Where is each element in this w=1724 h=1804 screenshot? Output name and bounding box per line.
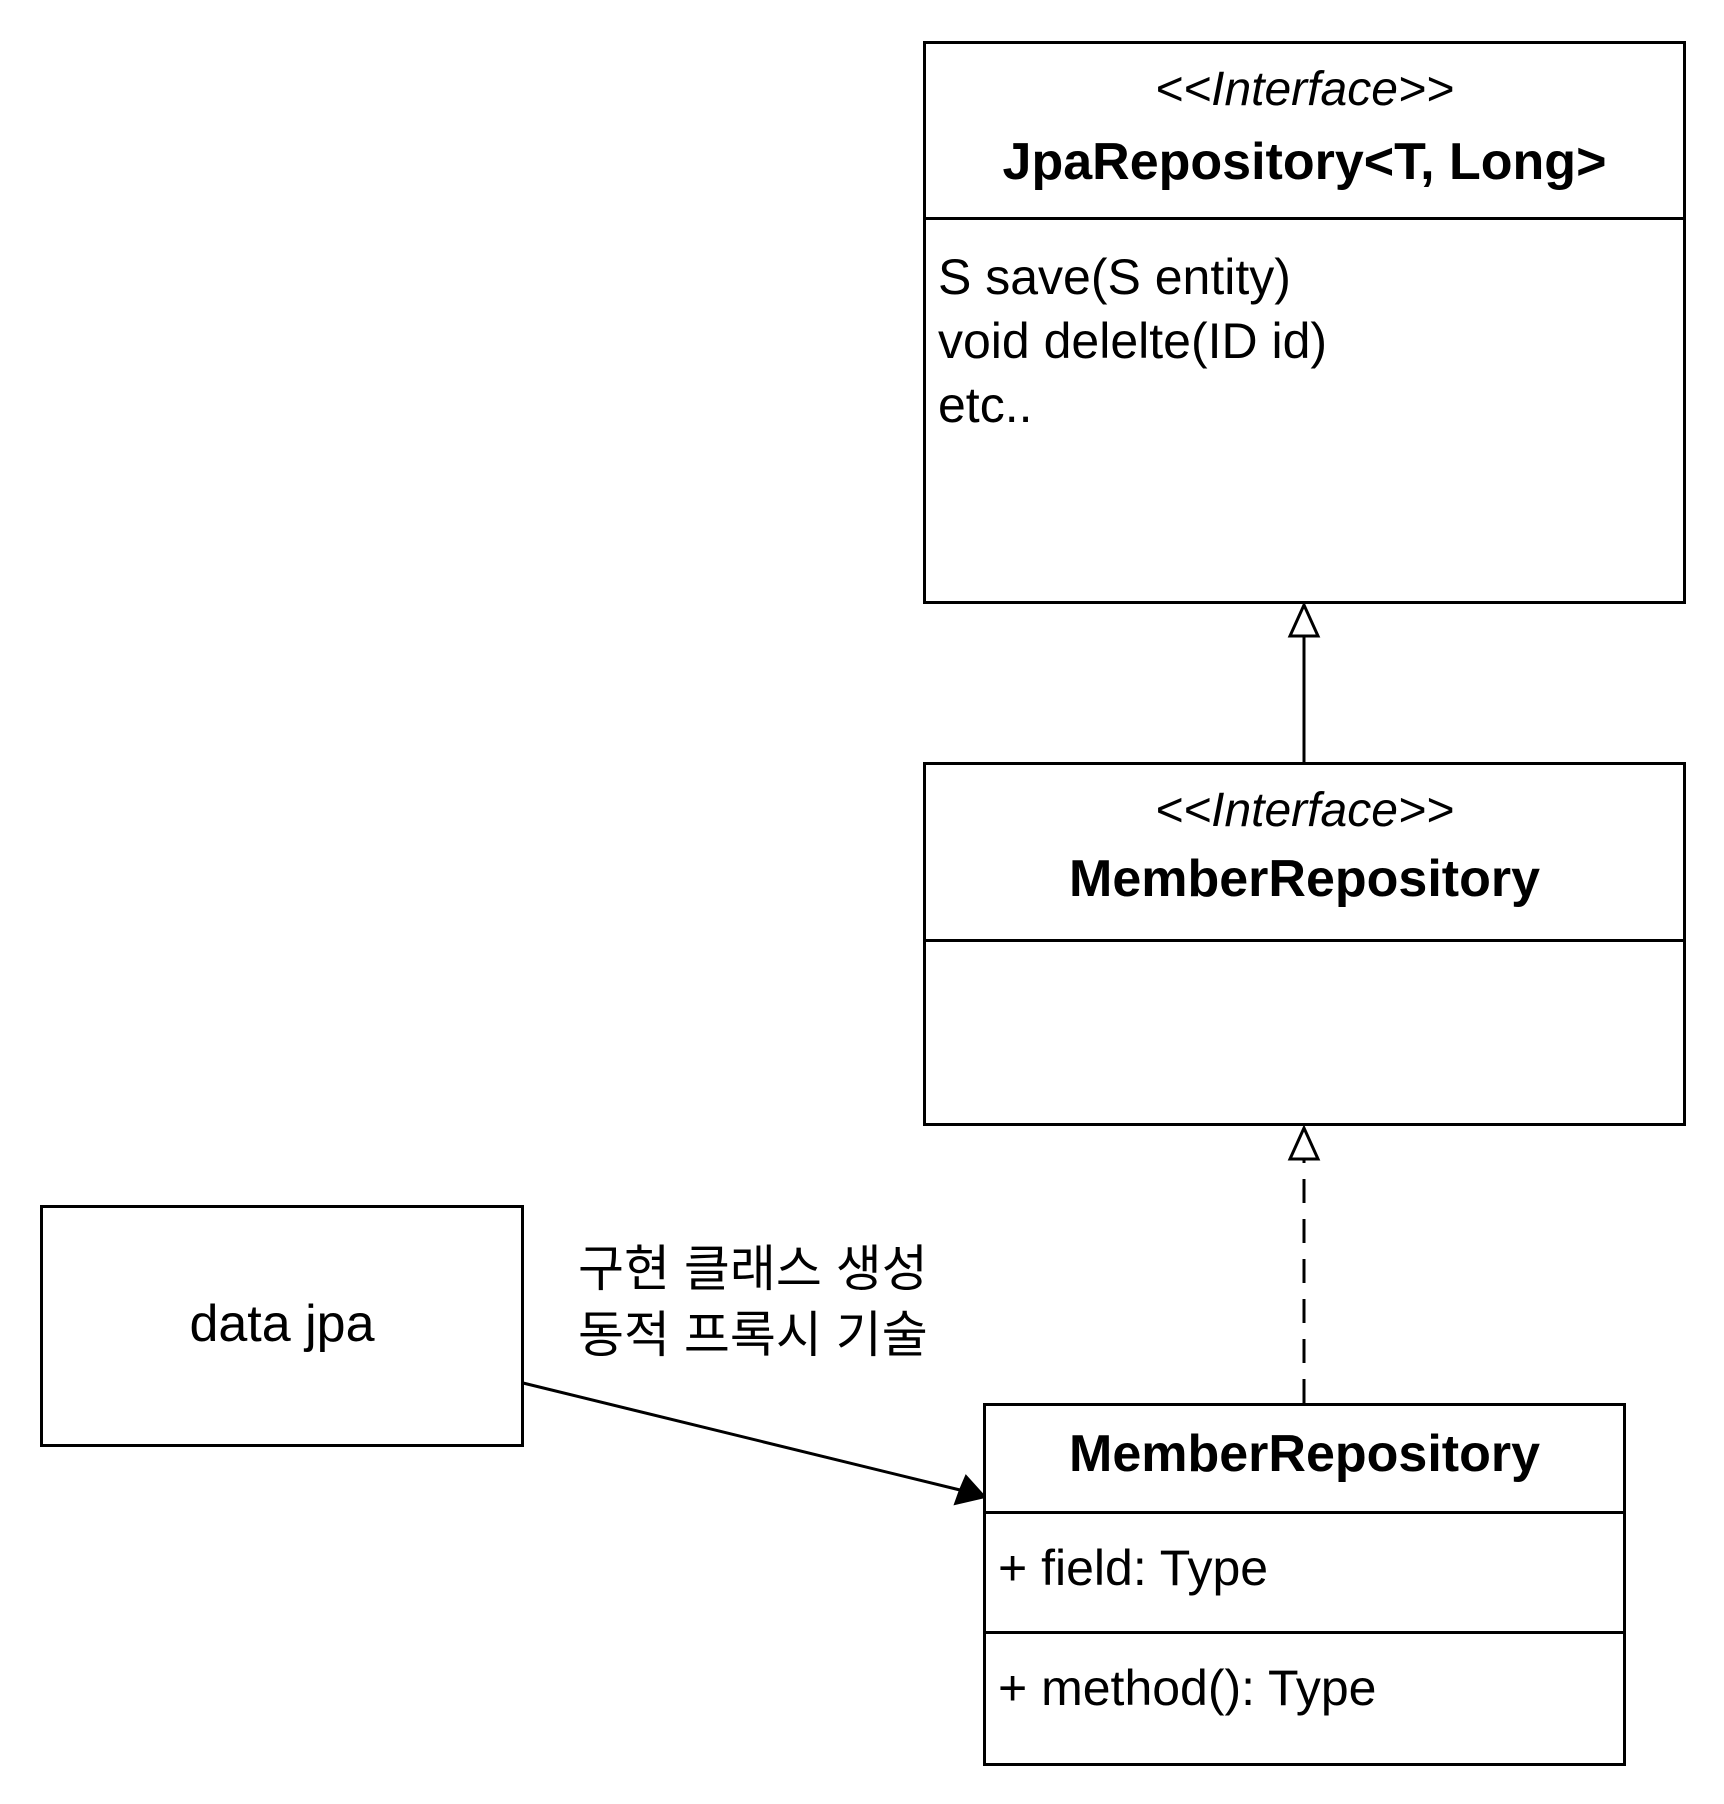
jpa-repository-divider xyxy=(926,217,1683,220)
jpa-repository-stereotype: <<Interface>> xyxy=(1155,63,1454,116)
jpa-repository-method-etc: etc.. xyxy=(938,377,1033,433)
member-repository-interface-name: MemberRepository xyxy=(1069,850,1540,908)
data-jpa-label: data jpa xyxy=(189,1295,375,1353)
member-repository-class-box: MemberRepository + field: Type + method(… xyxy=(983,1403,1626,1766)
member-repository-interface-box: <<Interface>> MemberRepository xyxy=(923,762,1686,1126)
member-repository-class-method: + method(): Type xyxy=(998,1660,1377,1716)
jpa-repository-method-delete: void delelte(ID id) xyxy=(938,313,1328,369)
member-repository-interface-divider xyxy=(926,939,1683,942)
jpa-repository-interface-box: <<Interface>> JpaRepository<T, Long> S s… xyxy=(923,41,1686,604)
realization-arrowhead xyxy=(1287,1124,1321,1161)
jpa-repository-method-save: S save(S entity) xyxy=(938,249,1291,305)
data-jpa-box: data jpa xyxy=(40,1205,524,1447)
member-repository-interface-stereotype: <<Interface>> xyxy=(1155,784,1454,837)
member-repository-class-name: MemberRepository xyxy=(1069,1425,1540,1483)
proxy-association-line xyxy=(522,1381,961,1492)
proxy-association-arrowhead xyxy=(953,1474,987,1506)
jpa-repository-name: JpaRepository<T, Long> xyxy=(1002,133,1607,191)
proxy-note-line-2: 동적 프록시 기술 xyxy=(578,1307,928,1363)
member-repository-class-field: + field: Type xyxy=(998,1540,1269,1596)
member-repository-class-divider-1 xyxy=(986,1511,1623,1514)
member-repository-class-divider-2 xyxy=(986,1631,1623,1634)
proxy-note-line-1: 구현 클래스 생성 xyxy=(578,1241,928,1297)
generalization-arrowhead xyxy=(1287,601,1321,638)
